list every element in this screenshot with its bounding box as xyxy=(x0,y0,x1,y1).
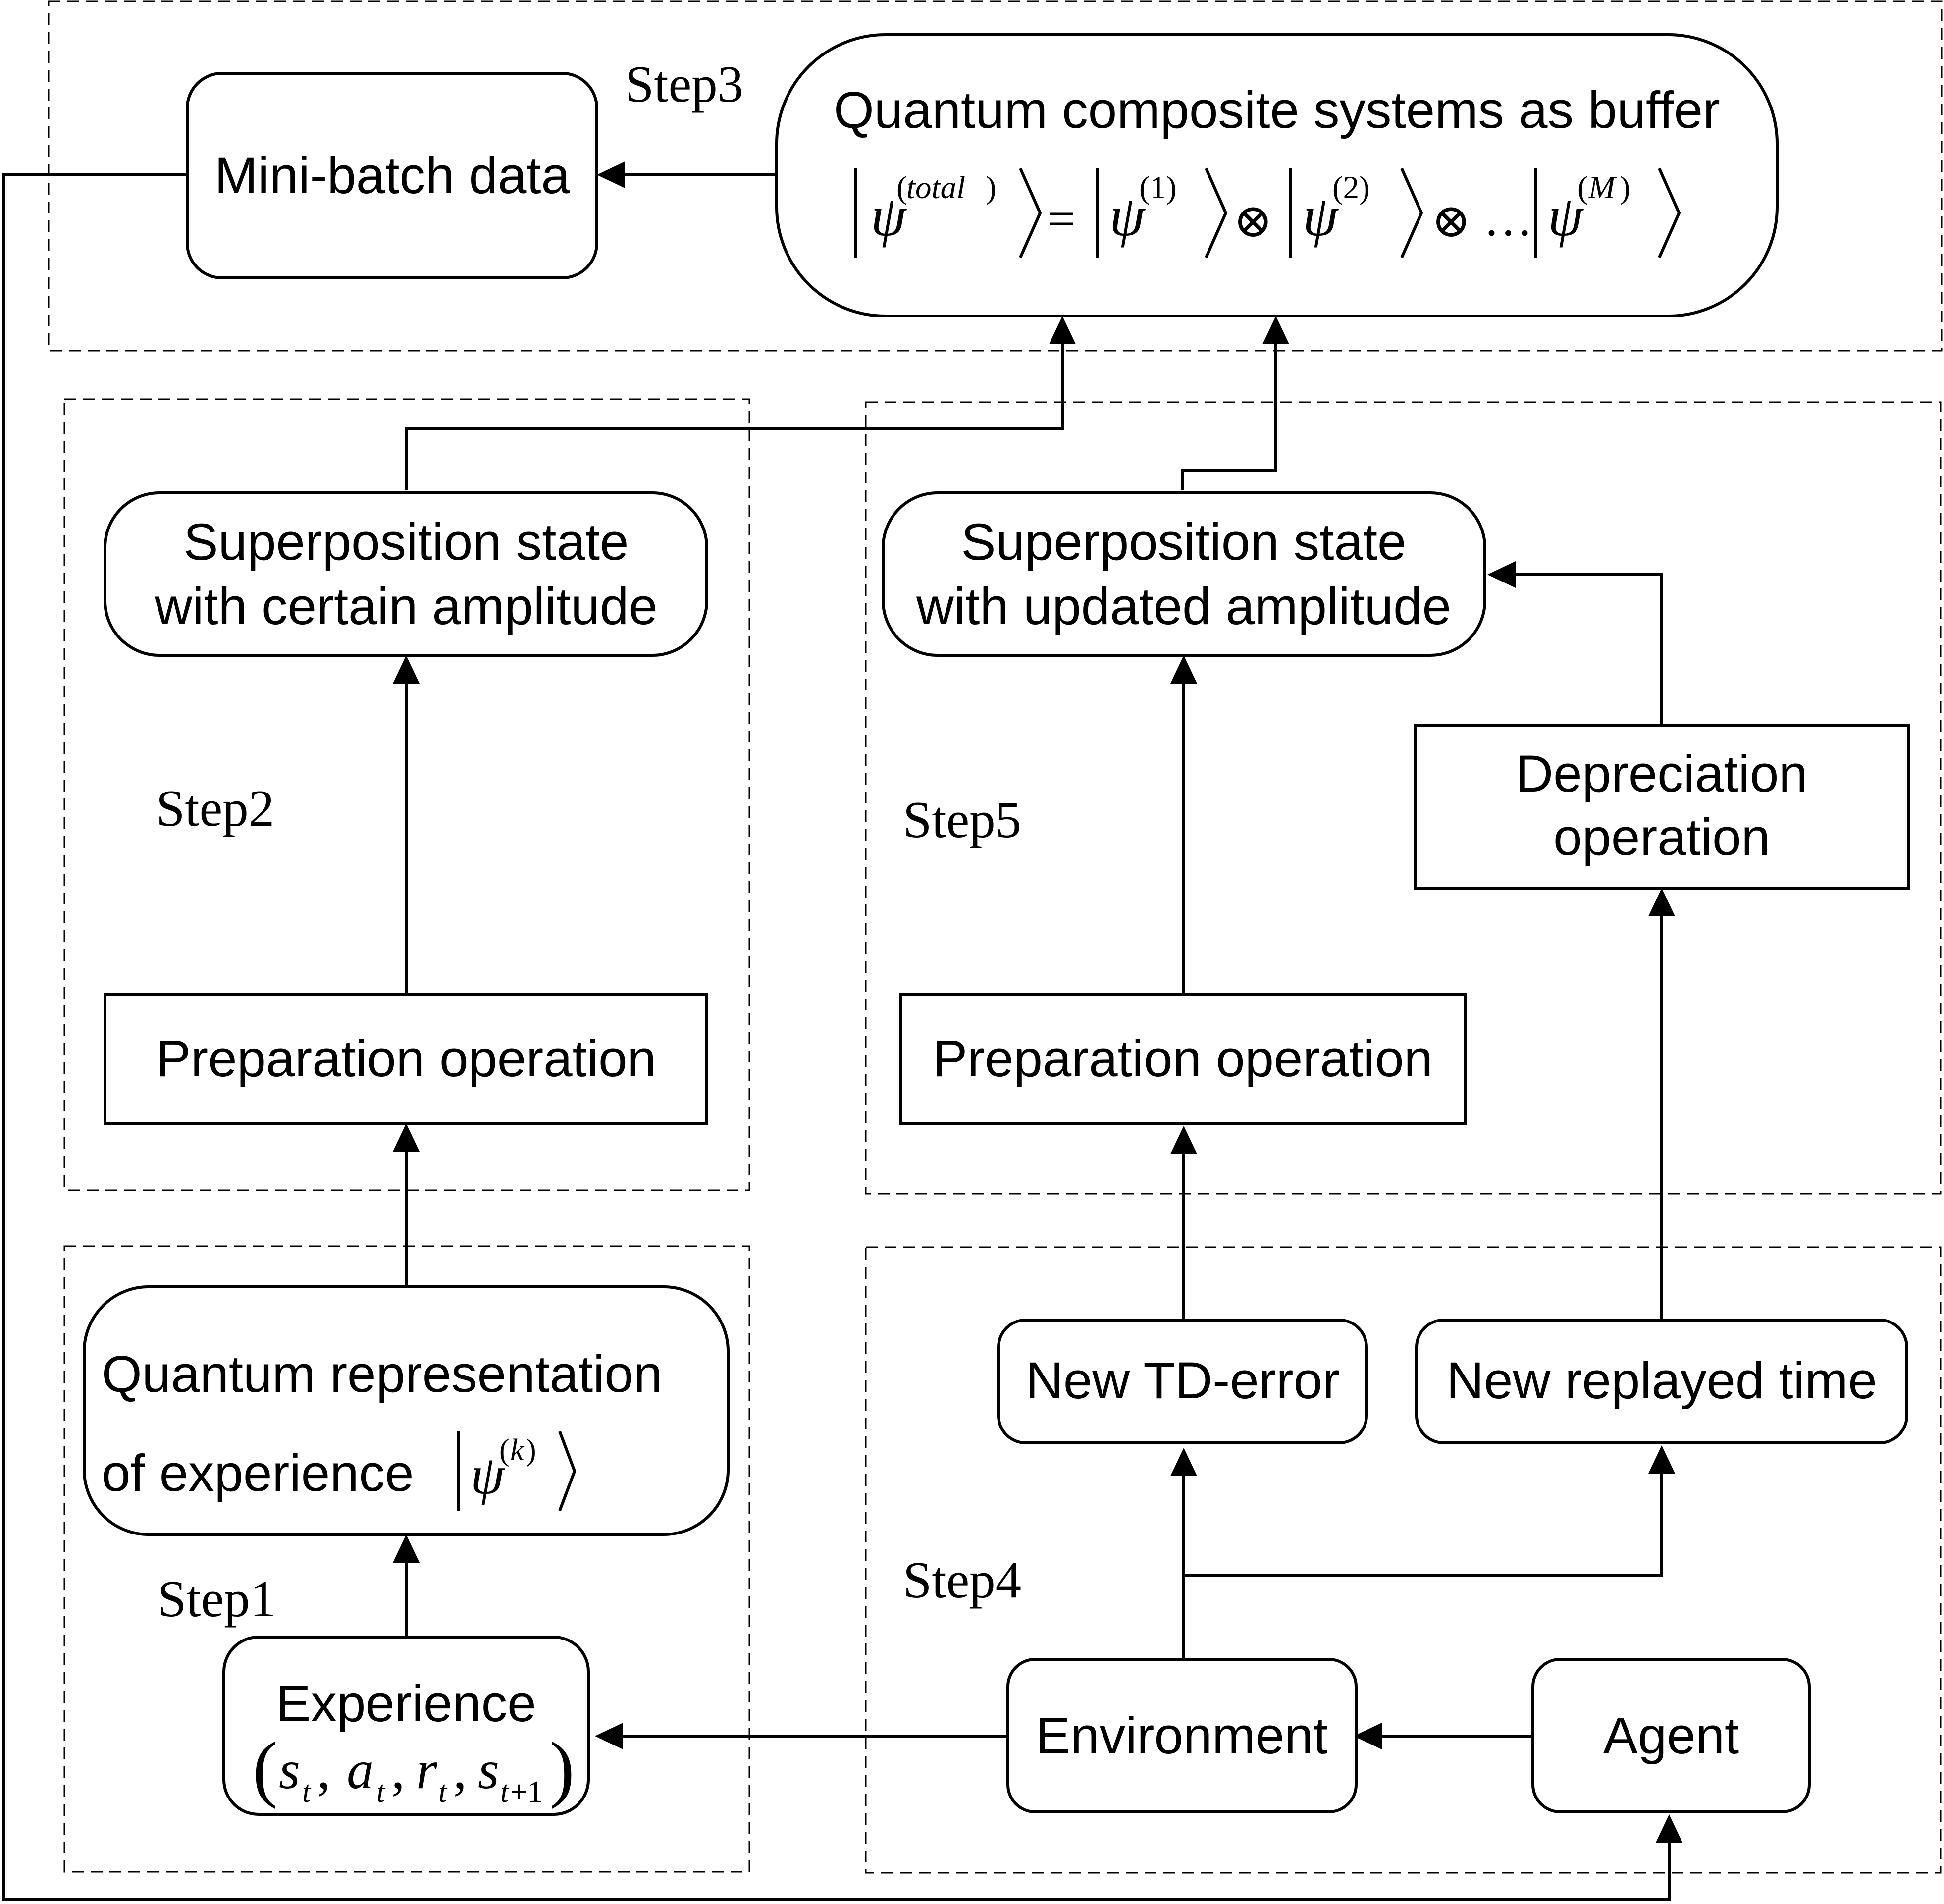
svg-text:(1): (1) xyxy=(1139,170,1177,206)
svg-text:total: total xyxy=(906,170,965,206)
svg-text:a: a xyxy=(347,1740,374,1800)
svg-text:): ) xyxy=(550,1727,575,1809)
depreciation-to-superposition-line xyxy=(1516,573,1663,726)
svg-text:t: t xyxy=(438,1775,448,1809)
step4-group xyxy=(865,1246,1942,1874)
step5-label: Step5 xyxy=(903,791,1021,848)
preparation-right-label: Preparation operation xyxy=(933,1030,1433,1088)
svg-text:,: , xyxy=(391,1740,405,1800)
arrowhead-prep-right xyxy=(1170,1126,1197,1154)
step2-label: Step2 xyxy=(156,779,274,837)
new-replayed-time-node xyxy=(1415,1319,1908,1444)
arrowhead-agent xyxy=(1656,1814,1682,1843)
svg-text:M: M xyxy=(1588,170,1617,206)
svg-text:(: ( xyxy=(499,1433,510,1467)
mini-batch-to-agent-loop xyxy=(2,173,1671,1901)
svg-text:ψ: ψ xyxy=(1548,185,1584,248)
svg-text:…: … xyxy=(1483,191,1533,246)
superposition-certain-to-buffer-line xyxy=(405,344,1064,490)
svg-text:(: ( xyxy=(896,170,907,206)
svg-text:+1: +1 xyxy=(510,1775,543,1809)
buffer-title: Quantum composite systems as buffer xyxy=(834,81,1720,139)
new-replayed-time-label: New replayed time xyxy=(1446,1352,1877,1410)
svg-text:(: ( xyxy=(253,1727,277,1809)
experience-node xyxy=(222,1636,590,1816)
arrowhead-mini-batch xyxy=(597,161,625,188)
arrowhead-depreciation xyxy=(1648,888,1675,916)
superposition-certain-node xyxy=(104,491,708,657)
arrowhead-quantum-rep xyxy=(393,1534,420,1563)
superposition-certain-line1: Superposition state xyxy=(184,513,629,571)
svg-text:,: , xyxy=(317,1740,331,1800)
quantum-representation-node xyxy=(83,1285,730,1536)
mini-batch-label: Mini-batch data xyxy=(214,147,570,205)
step4-label: Step4 xyxy=(903,1551,1021,1609)
experience-label: Experience xyxy=(276,1675,536,1733)
preparation-right-node xyxy=(899,993,1467,1125)
svg-text:(: ( xyxy=(1577,170,1588,206)
preparation-left-label: Preparation operation xyxy=(156,1030,656,1088)
agent-label: Agent xyxy=(1603,1707,1739,1765)
svg-text:ψ: ψ xyxy=(871,185,907,248)
branch-to-replayed-time-line xyxy=(1184,1474,1663,1577)
step3-group xyxy=(48,0,1943,352)
svg-text:ψ: ψ xyxy=(471,1445,505,1505)
svg-text:t: t xyxy=(302,1775,312,1809)
svg-text:s: s xyxy=(279,1740,300,1800)
quantum-representation-line1: Quantum representation xyxy=(102,1345,662,1403)
superposition-certain-line2: with certain amplitude xyxy=(154,578,658,635)
preparation-left-node xyxy=(104,993,708,1125)
svg-text:): ) xyxy=(986,170,997,206)
arrowhead-superposition-updated xyxy=(1170,655,1197,684)
experience-tuple: ( s t , a t , r t , s t +1 ) xyxy=(253,1727,575,1809)
svg-text:r: r xyxy=(416,1740,438,1800)
svg-text:t: t xyxy=(500,1775,510,1809)
quantum-representation-ket: ψ ( k ) xyxy=(457,1430,577,1512)
environment-label: Environment xyxy=(1036,1707,1327,1765)
arrowhead-buffer-left xyxy=(1049,316,1076,344)
svg-text:⊗: ⊗ xyxy=(1233,195,1273,247)
svg-text:,: , xyxy=(453,1740,467,1800)
svg-text:s: s xyxy=(478,1740,499,1800)
svg-text:(2): (2) xyxy=(1332,170,1370,206)
quantum-representation-line2: of experience xyxy=(102,1444,414,1502)
superposition-updated-line1: Superposition state xyxy=(961,513,1407,571)
depreciation-line2: operation xyxy=(1553,808,1770,866)
arrowhead-prep-left xyxy=(393,1123,420,1152)
buffer-formula: ψ ( total ) = ψ (1) ⊗ ψ (2) ⊗ … ψ ( M ) xyxy=(854,167,1681,259)
arrowhead-superposition-certain xyxy=(393,655,420,684)
arrowhead-buffer-right xyxy=(1262,316,1289,344)
new-td-error-node xyxy=(997,1319,1368,1444)
arrowhead-superposition-updated-side xyxy=(1487,561,1516,588)
svg-text:k: k xyxy=(510,1433,525,1467)
arrowhead-environment xyxy=(1354,1723,1382,1749)
step3-label: Step3 xyxy=(625,55,743,113)
arrowhead-td-error xyxy=(1170,1448,1197,1476)
environment-node xyxy=(1006,1658,1358,1813)
new-td-error-label: New TD-error xyxy=(1026,1352,1340,1410)
mini-batch-node xyxy=(186,72,598,279)
arrowhead-experience xyxy=(595,1723,623,1749)
svg-text:ψ: ψ xyxy=(1303,185,1339,248)
agent-node xyxy=(1531,1658,1811,1813)
superposition-updated-line2: with updated amplitude xyxy=(916,578,1451,635)
superposition-updated-to-buffer-line xyxy=(1181,344,1277,490)
svg-text:ψ: ψ xyxy=(1109,185,1146,248)
svg-text:): ) xyxy=(1620,170,1630,206)
arrowhead-replayed-time xyxy=(1648,1445,1675,1474)
svg-text:t: t xyxy=(376,1775,386,1809)
svg-text:): ) xyxy=(526,1433,536,1467)
depreciation-node xyxy=(1414,724,1910,890)
step5-group xyxy=(865,401,1942,1195)
depreciation-line1: Depreciation xyxy=(1516,745,1808,803)
step1-label: Step1 xyxy=(158,1570,276,1628)
svg-text:⊗: ⊗ xyxy=(1431,195,1471,247)
superposition-updated-node xyxy=(882,491,1486,657)
svg-text:=: = xyxy=(1048,191,1075,246)
